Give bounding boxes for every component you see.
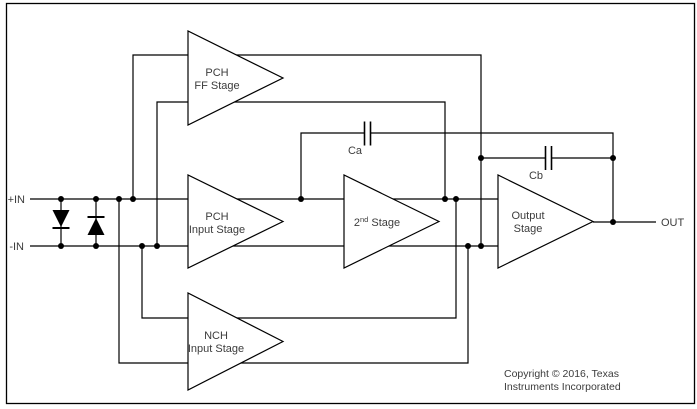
wire-nch-bottom-loop: [118, 199, 469, 364]
wire-ff-bottom-loop: [156, 101, 446, 246]
nch-input-stage-triangle: [187, 292, 285, 391]
junction-dot: [154, 243, 160, 249]
junction-dot: [93, 243, 99, 249]
plus-in-label: +IN: [8, 194, 25, 206]
copyright-notice: Copyright © 2016, Texas Instruments Inco…: [504, 368, 621, 393]
junction-dot: [139, 243, 145, 249]
capacitor-ca-icon: [363, 121, 372, 146]
output-stage-label-line2: Stage: [514, 223, 543, 235]
output-stage-label: Output Stage: [511, 210, 544, 235]
pch-input-stage-label-line2: Input Stage: [189, 224, 245, 236]
junction-dot: [116, 196, 122, 202]
junction-dot: [130, 196, 136, 202]
second-stage-label-rest: Stage: [371, 217, 400, 229]
cb-label: Cb: [529, 170, 543, 182]
pch-input-stage-label-line1: PCH: [205, 211, 228, 223]
diode-down-triangle: [52, 210, 70, 227]
wire-ca-right-to-out: [371, 132, 614, 222]
junction-dot: [58, 196, 64, 202]
amplifier-stages: [187, 30, 595, 391]
out-label: OUT: [661, 217, 685, 229]
input-clamp-diode-up-icon: [87, 216, 105, 235]
pch-input-stage-triangle: [187, 174, 285, 269]
junction-dot: [610, 219, 616, 225]
minus-in-label: -IN: [9, 241, 24, 253]
pch-ff-stage-label-line2: FF Stage: [194, 80, 239, 92]
junction-dot: [58, 243, 64, 249]
pch-ff-stage-label: PCH FF Stage: [194, 67, 239, 92]
wire-ff-top-loop: [132, 54, 482, 246]
junction-dots: [58, 155, 616, 249]
second-stage-label-num: 2: [354, 217, 360, 229]
nch-input-stage-label-line1: NCH: [204, 330, 228, 342]
second-stage-label-sup: nd: [360, 215, 368, 224]
pch-input-stage-label: PCH Input Stage: [189, 211, 245, 236]
junction-dot: [478, 243, 484, 249]
wire-ca-left: [300, 132, 364, 199]
junction-dot: [465, 243, 471, 249]
wire-nch-top-loop: [141, 199, 457, 319]
junction-dot: [478, 155, 484, 161]
junction-dot: [298, 196, 304, 202]
junction-dot: [453, 196, 459, 202]
capacitor-cb-icon: [544, 146, 553, 170]
junction-dot: [442, 196, 448, 202]
input-clamp-diode-down-icon: [52, 210, 70, 229]
diagram-border: [5, 2, 696, 405]
junction-dot: [610, 155, 616, 161]
pch-ff-stage-label-line1: PCH: [205, 67, 228, 79]
diode-up-triangle: [87, 218, 105, 235]
nch-input-stage-label-line2: Input Stage: [188, 343, 244, 355]
copyright-line1: Copyright © 2016, Texas: [504, 368, 619, 380]
output-stage-triangle: [497, 174, 595, 269]
output-stage-label-line1: Output: [511, 210, 544, 222]
copyright-line2: Instruments Incorporated: [504, 381, 621, 393]
junction-dot: [93, 196, 99, 202]
second-stage-triangle: [343, 174, 441, 269]
ca-label: Ca: [348, 145, 363, 157]
pch-ff-stage-triangle: [187, 30, 285, 126]
nch-input-stage-label: NCH Input Stage: [188, 330, 244, 355]
